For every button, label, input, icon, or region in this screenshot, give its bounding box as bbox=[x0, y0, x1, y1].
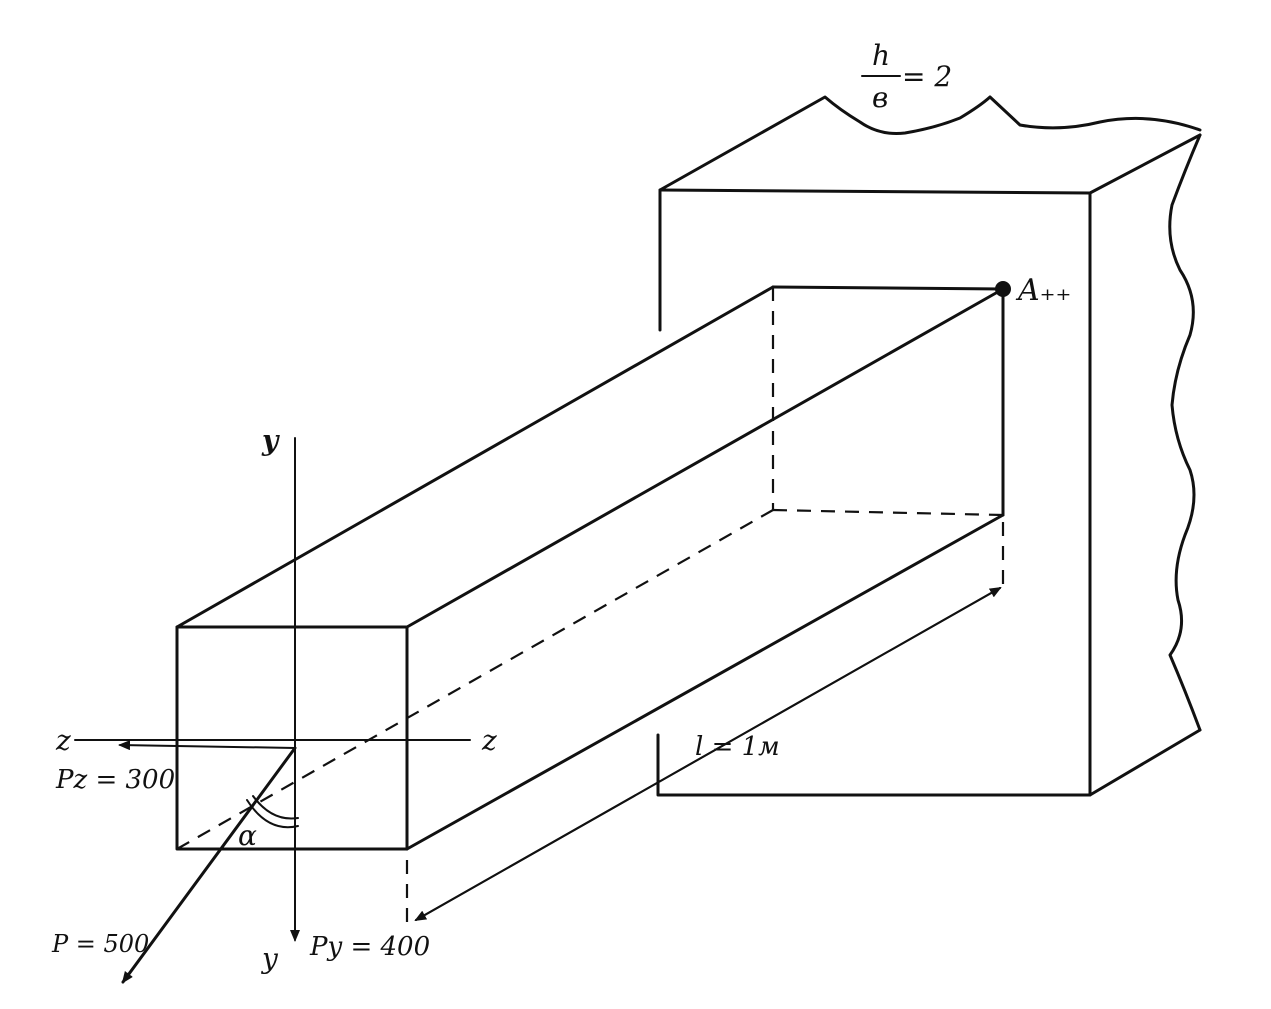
wall-support bbox=[656, 95, 1202, 797]
beam bbox=[175, 285, 1005, 851]
axis-y-bottom-label: y bbox=[260, 942, 279, 975]
labels: h в = 2 A₊₊ y y z z Pz = 300 P = 500 Py … bbox=[51, 39, 1071, 975]
axis-y-top-label: y bbox=[261, 424, 280, 457]
axis-z-left-label: z bbox=[55, 724, 71, 757]
force-pz-label: Pz = 300 bbox=[55, 765, 175, 795]
ratio-value: = 2 bbox=[902, 60, 952, 93]
ratio-numerator: h bbox=[872, 39, 890, 72]
axes bbox=[74, 437, 471, 942]
forces bbox=[118, 740, 299, 984]
length-dimension bbox=[405, 522, 1005, 928]
point-a-marker bbox=[995, 281, 1011, 297]
force-py-label: Py = 400 bbox=[309, 932, 430, 962]
axis-z-right-label: z bbox=[481, 724, 497, 757]
length-label: l = 1м bbox=[695, 732, 780, 762]
force-p-label: P = 500 bbox=[51, 930, 149, 958]
ratio-denominator: в bbox=[872, 81, 888, 114]
angle-alpha-label: α bbox=[238, 819, 257, 852]
point-a-label: A₊₊ bbox=[1015, 273, 1071, 308]
